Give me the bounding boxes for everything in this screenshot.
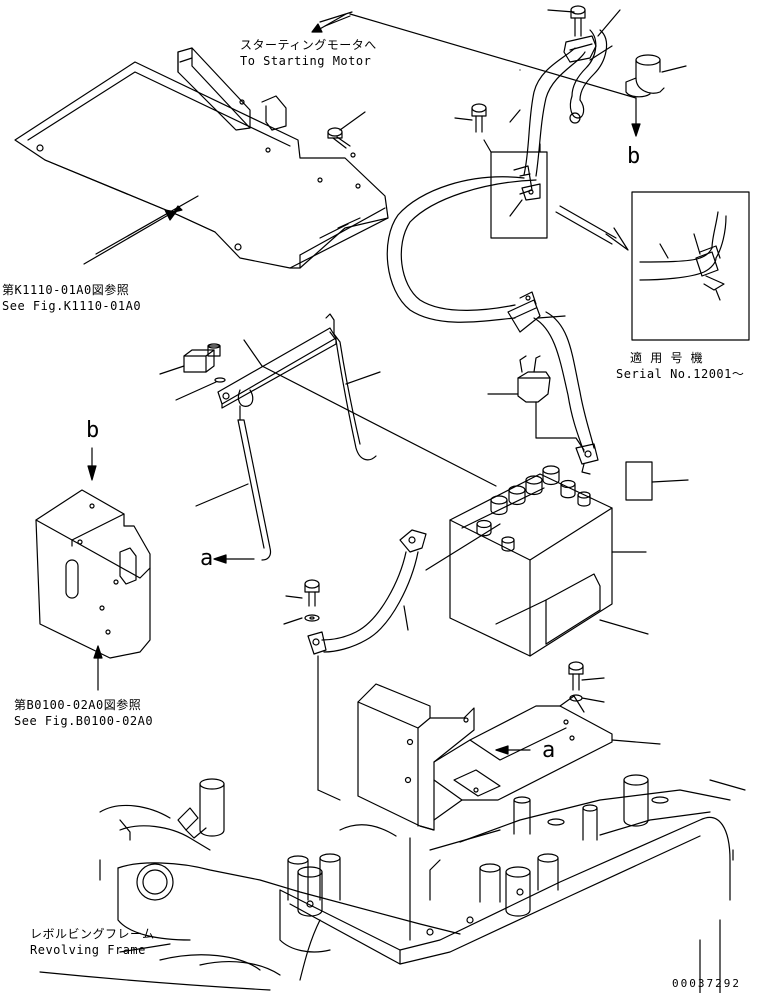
serial-label-jp: 適 用 号 機 (630, 351, 704, 365)
cable-clamp-top (563, 35, 597, 63)
battery-cable-negative (307, 523, 501, 655)
ground-bolt (283, 579, 341, 801)
battery (449, 465, 613, 657)
battery-label (599, 461, 689, 635)
battery-cable-positive (386, 29, 608, 453)
drawing-number: 00037292 (672, 977, 741, 990)
fig-k-reference-en: See Fig.K1110-01A0 (2, 299, 142, 313)
battery-cover-plate (14, 47, 389, 269)
fig-k-reference-jp: 第K1110-01A0図参照 (2, 283, 130, 297)
plate-bolt (327, 111, 366, 149)
cable-clamp-lower (507, 291, 566, 333)
detail-inset (555, 191, 750, 341)
leader-lines (319, 9, 641, 153)
positive-terminal (575, 443, 599, 475)
cable-clamp-mid (490, 151, 548, 239)
terminal-cover (487, 355, 585, 451)
battery-hold-down (159, 313, 497, 561)
revolving-frame-label-jp: レボルビングフレーム (30, 927, 155, 941)
terminal-cap (625, 54, 687, 98)
serial-label-en: Serial No.12001～ (616, 367, 745, 381)
fig-b-reference-en: See Fig.B0100-02A0 (14, 714, 154, 728)
reference-a-right: a (542, 738, 556, 763)
reference-b-top: b (627, 144, 641, 169)
tray-bracket (357, 661, 661, 831)
battery-bracket (35, 489, 151, 659)
revolving-frame-label-en: Revolving Frame (30, 943, 146, 957)
ref-arrows (83, 13, 531, 755)
revolving-frame (39, 774, 746, 993)
starting-motor-label-jp: スターティングモータへ (240, 38, 377, 52)
starting-motor-label-en: To Starting Motor (240, 54, 372, 68)
reference-b-left: b (86, 418, 100, 443)
fig-b-reference-jp: 第B0100-02A0図参照 (14, 698, 142, 712)
top-bolts (454, 5, 586, 133)
reference-a-left: a (200, 546, 214, 571)
